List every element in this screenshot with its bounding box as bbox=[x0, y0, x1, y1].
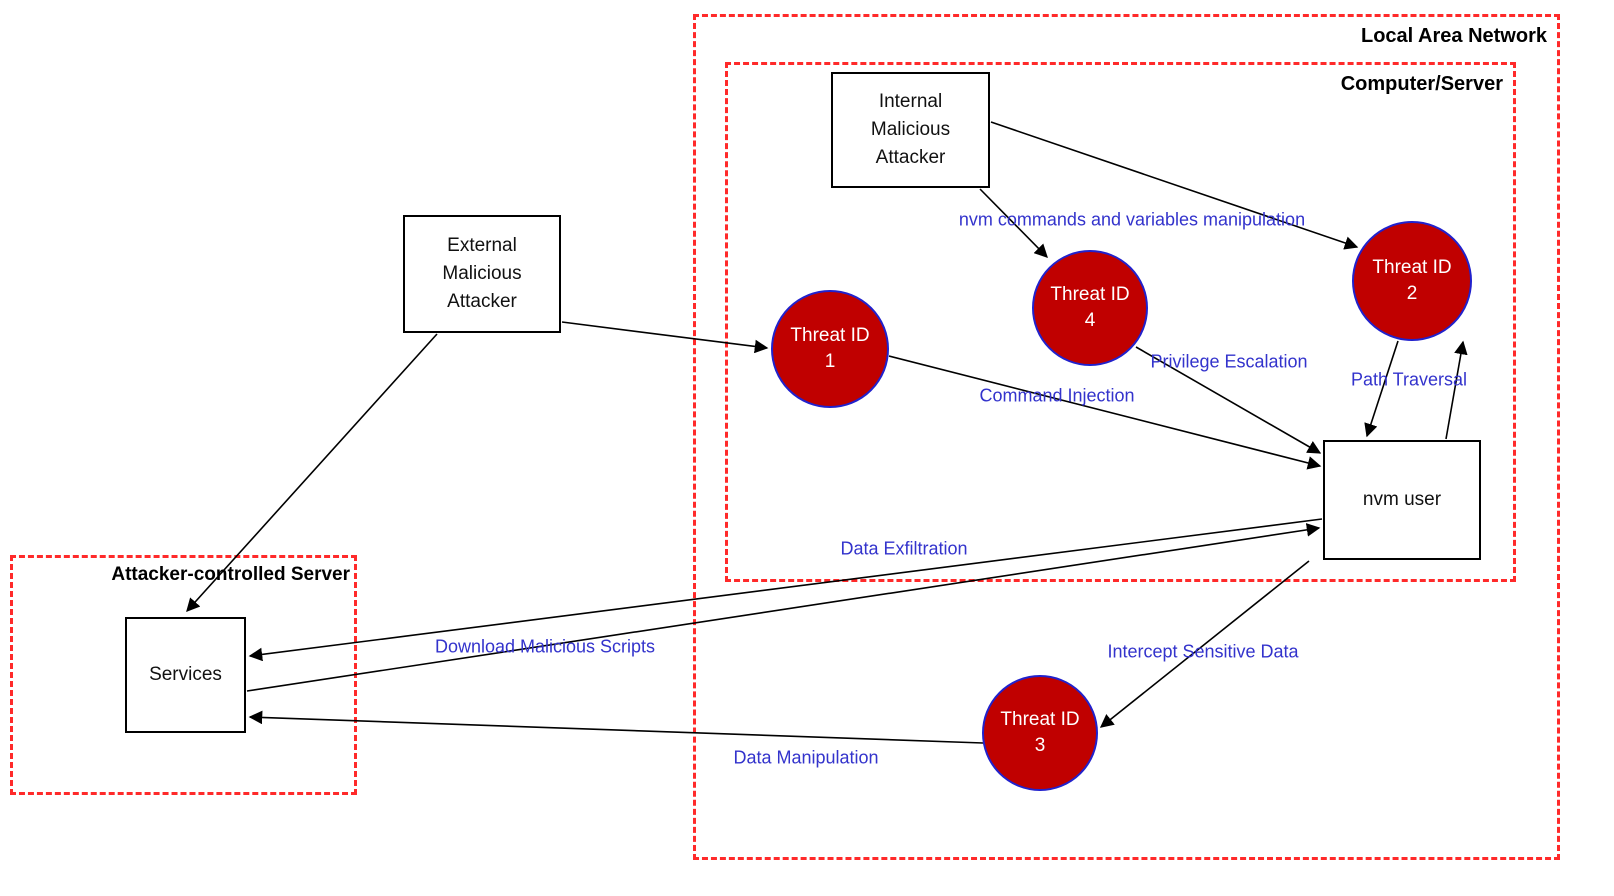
node-nvm-user-label: nvm user bbox=[1362, 489, 1442, 510]
threat-4-id: 4 bbox=[1084, 310, 1096, 331]
arrow-nvm-user-to-threat-3-intercept-data bbox=[1099, 560, 1310, 728]
node-external-malicious-attacker: External Malicious Attacker bbox=[403, 215, 561, 333]
node-external-attacker-line1: External bbox=[447, 235, 517, 256]
node-internal-attacker-line3: Attacker bbox=[875, 147, 946, 168]
node-external-attacker-line3: Attacker bbox=[447, 291, 517, 312]
flow-label-nvm-commands: nvm commands and variables manipulation bbox=[958, 209, 1306, 230]
flow-label-data-exfiltration: Data Exfiltration bbox=[840, 538, 968, 559]
boundary-local-area-network: Local Area Network bbox=[693, 14, 1560, 860]
arrow-threat-4-to-nvm-user-privilege-escalation bbox=[1135, 346, 1322, 454]
threat-2-id: 2 bbox=[1406, 283, 1418, 304]
arrow-external-attacker-to-services bbox=[186, 333, 438, 613]
node-external-attacker-line2: Malicious bbox=[442, 263, 522, 284]
arrow-internal-attacker-to-threat-2 bbox=[990, 121, 1359, 250]
node-services-label: Services bbox=[149, 664, 222, 685]
boundary-label-attacker-controlled-server: Attacker-controlled Server bbox=[111, 564, 350, 585]
flow-label-command-injection: Command Injection bbox=[979, 385, 1135, 406]
arrow-threat-1-to-nvm-user-command-injection bbox=[888, 355, 1322, 470]
node-internal-attacker-line1: Internal bbox=[878, 91, 943, 112]
arrow-nvm-user-to-services-data-exfiltration bbox=[248, 518, 1323, 662]
threat-1-title: Threat ID bbox=[790, 325, 870, 346]
arrow-external-attacker-to-threat-1 bbox=[561, 321, 769, 354]
threat-circle-3: Threat ID 3 bbox=[982, 675, 1098, 791]
threat-circle-4: Threat ID 4 bbox=[1032, 250, 1148, 366]
boundary-computer-server: Computer/Server bbox=[725, 62, 1516, 582]
arrow-threat-3-to-services-data-manipulation bbox=[248, 710, 984, 744]
node-internal-attacker-line2: Malicious bbox=[870, 119, 951, 140]
threat-circle-1: Threat ID 1 bbox=[771, 290, 889, 408]
arrow-services-to-nvm-user-download-scripts bbox=[246, 523, 1321, 692]
node-nvm-user: nvm user bbox=[1323, 440, 1481, 560]
arrow-nvm-user-to-threat-2-path-traversal bbox=[1445, 340, 1468, 440]
boundary-label-computer-server: Computer/Server bbox=[1340, 73, 1503, 95]
flow-label-data-manipulation: Data Manipulation bbox=[733, 747, 879, 768]
node-internal-malicious-attacker: Internal Malicious Attacker bbox=[831, 72, 990, 188]
arrow-threat-2-to-nvm-user bbox=[1364, 340, 1399, 438]
flow-label-path-traversal: Path Traversal bbox=[1350, 369, 1468, 390]
threat-3-title: Threat ID bbox=[1000, 709, 1080, 730]
flow-label-privilege-escalation: Privilege Escalation bbox=[1150, 351, 1308, 372]
threat-4-title: Threat ID bbox=[1050, 284, 1130, 305]
boundary-label-local-area-network: Local Area Network bbox=[1361, 25, 1547, 47]
flow-label-intercept-data: Intercept Sensitive Data bbox=[1107, 641, 1299, 662]
threat-1-id: 1 bbox=[824, 351, 836, 372]
threat-circle-2: Threat ID 2 bbox=[1352, 221, 1472, 341]
threat-2-title: Threat ID bbox=[1372, 257, 1452, 278]
threat-3-id: 3 bbox=[1034, 735, 1046, 756]
node-services: Services bbox=[125, 617, 246, 733]
flow-label-download-scripts: Download Malicious Scripts bbox=[434, 636, 656, 657]
arrow-internal-attacker-to-threat-4 bbox=[979, 188, 1048, 258]
